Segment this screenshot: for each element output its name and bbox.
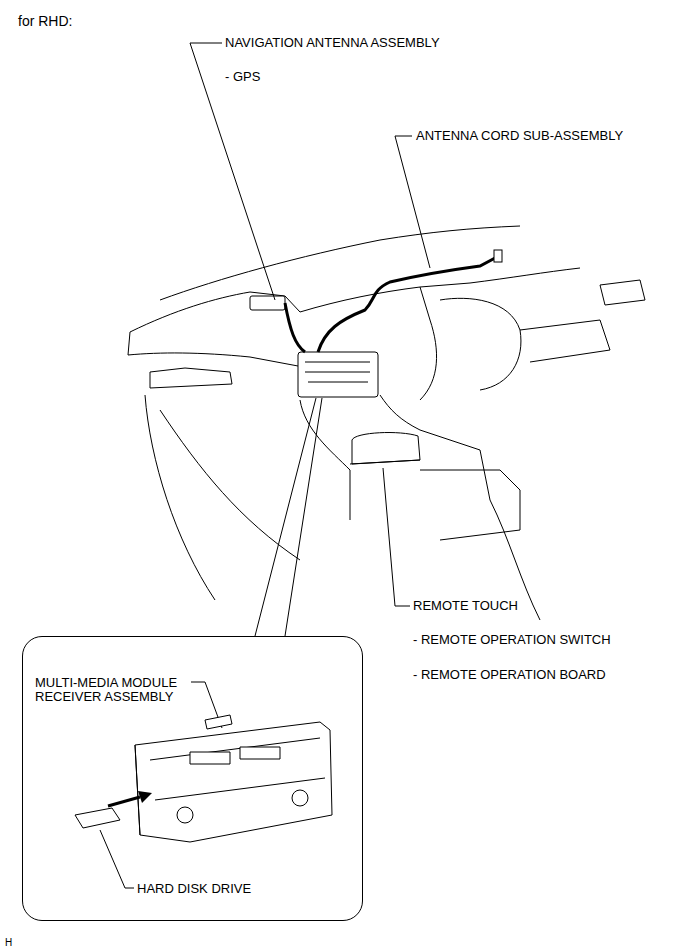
part-label: ANTENNA CORD SUB-ASSEMBLY	[416, 129, 623, 143]
insert-arrowhead	[138, 791, 152, 803]
door-line	[145, 395, 215, 600]
part-label: MULTI-MEDIA MODULE RECEIVER ASSEMBLY	[35, 676, 200, 704]
module-unit	[298, 352, 378, 397]
part-label: H	[5, 936, 12, 950]
leader-line	[190, 43, 275, 300]
cord-connector	[494, 250, 502, 262]
module-knob	[177, 807, 193, 823]
dash-top	[130, 268, 580, 332]
antenna-cord	[285, 254, 500, 352]
module-knob	[292, 790, 308, 806]
hdd-unit	[75, 808, 120, 828]
module-body	[135, 722, 332, 842]
dash-left	[128, 332, 298, 366]
remote-touch-base	[350, 460, 420, 464]
part-label: - REMOTE OPERATION SWITCH	[413, 633, 611, 647]
module-edge	[135, 738, 325, 835]
part-label: NAVIGATION ANTENNA ASSEMBLY	[225, 36, 440, 50]
dash-right	[520, 320, 610, 362]
module-button	[190, 752, 230, 764]
vent-right	[600, 280, 645, 305]
dash-lower	[160, 410, 300, 560]
armrest	[420, 470, 520, 540]
title-text: for RHD:	[18, 13, 72, 29]
leader-line	[395, 136, 430, 268]
part-label: REMOTE TOUCH	[413, 599, 518, 613]
insert-arrow	[108, 797, 140, 806]
steering-area	[440, 298, 521, 390]
console-left	[300, 400, 350, 520]
module-tab	[205, 715, 232, 729]
leader-line	[255, 398, 322, 636]
part-label: - GPS	[225, 70, 260, 84]
vent-left	[150, 368, 232, 388]
part-label: - REMOTE OPERATION BOARD	[413, 668, 606, 682]
meter-hood	[420, 287, 437, 400]
part-label: HARD DISK DRIVE	[137, 882, 251, 896]
remote-touch-unit	[352, 433, 420, 464]
leader-line	[383, 468, 410, 606]
gps-antenna	[250, 296, 285, 310]
leader-line	[100, 830, 134, 888]
inset-box: MULTI-MEDIA MODULE RECEIVER ASSEMBLY HARD…	[22, 636, 363, 921]
module-detail	[305, 362, 370, 382]
module-button	[240, 747, 280, 759]
windshield-edge	[160, 226, 520, 300]
